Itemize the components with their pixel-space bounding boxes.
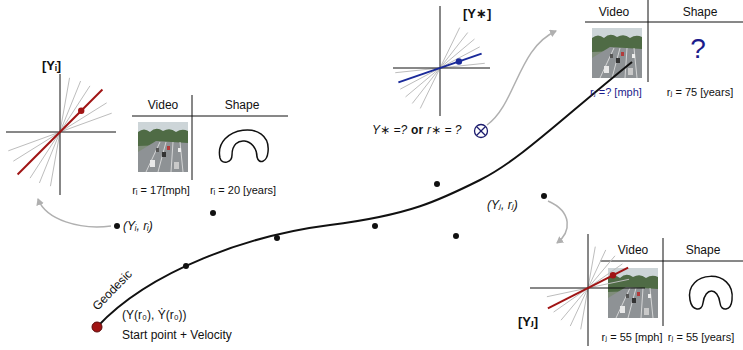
subspace-label: [Yᵢ] <box>42 58 61 74</box>
subspace-label: [Yⱼ] <box>518 314 538 330</box>
subspace-point <box>610 272 616 278</box>
subspace-main-line <box>398 54 481 83</box>
video-thumbnail <box>138 122 188 172</box>
query-label: Y∗ =? <box>372 123 407 137</box>
value-label: rⱼ = 55 [mph] <box>602 331 663 344</box>
curve-label: Geodesic <box>89 267 135 313</box>
query-label: or <box>411 123 423 137</box>
point-label: (Yⱼ, rⱼ) <box>487 198 518 212</box>
leader-arrows <box>38 31 567 243</box>
shape-outline <box>690 276 733 309</box>
unknown-mark: ? <box>690 32 706 66</box>
column-header: Video <box>148 98 178 112</box>
subspace-point <box>78 108 84 114</box>
data-points <box>114 181 547 269</box>
subspace-plots <box>6 6 645 346</box>
query-label: r∗ = ? <box>427 123 461 137</box>
axis-line <box>588 234 589 346</box>
value-label: rᵢ = 20 [years] <box>210 184 276 197</box>
video-thumbnail <box>608 268 658 318</box>
column-header: Shape <box>686 243 721 257</box>
axis-line <box>60 74 61 195</box>
shape-outline <box>219 130 268 162</box>
start-point <box>92 322 102 332</box>
column-header: Shape <box>683 5 718 19</box>
column-header: Video <box>618 243 648 257</box>
point-label: (Yᵢ, rᵢ) <box>123 219 153 233</box>
column-header: Video <box>599 5 629 19</box>
value-label: rᵢ = 17[mph] <box>132 184 190 197</box>
query-marker <box>475 125 488 138</box>
start-label: (Y(r₀), Ẏ(r₀)) <box>122 308 187 322</box>
subspace-main-line <box>18 90 103 175</box>
axis-line <box>440 6 441 116</box>
subspace-point <box>456 58 462 64</box>
subspace-label: [Y∗] <box>463 6 491 22</box>
value-label: rⱼ =? [mph] <box>590 86 642 99</box>
subspace-main-line <box>548 268 628 309</box>
geodesic-curve <box>97 62 632 327</box>
table-lines <box>132 0 743 326</box>
value-label: rⱼ = 55 [years] <box>668 331 734 344</box>
video-thumbnail <box>592 28 642 78</box>
start-label: Start point + Velocity <box>122 328 232 342</box>
column-header: Shape <box>225 98 260 112</box>
value-label: rⱼ = 75 [years] <box>667 86 733 99</box>
